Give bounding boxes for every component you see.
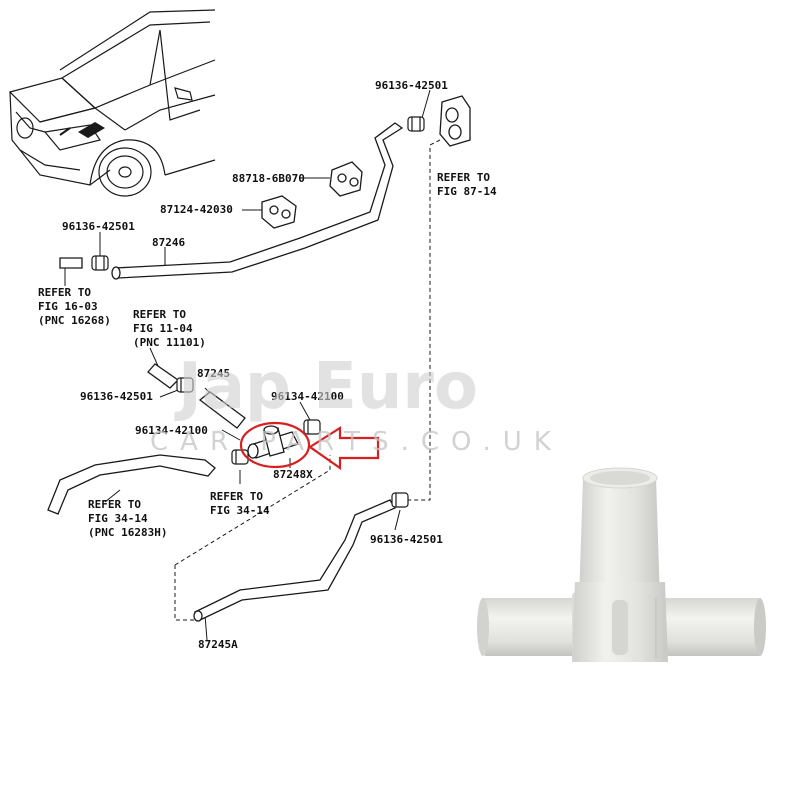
- highlight-circle: [239, 421, 311, 469]
- label-87245a: 87245A: [198, 638, 238, 651]
- label-88718-6b070: 88718-6B070: [232, 172, 305, 185]
- label-96136-42501-mid: 96136-42501: [80, 390, 153, 403]
- ref-fig87-line1: REFER TO: [437, 171, 490, 184]
- label-96134-42100-a: 96134-42100: [271, 390, 344, 403]
- ref-fig11-line1: REFER TO: [133, 308, 186, 321]
- clamp-left: [91, 255, 109, 271]
- ref-fig16-line3: (PNC 16268): [38, 314, 111, 327]
- vehicle-illustration: [8, 9, 216, 197]
- label-87246: 87246: [152, 236, 185, 249]
- reference-notes: REFER TO FIG 87-14 REFER TO FIG 16-03 (P…: [38, 171, 497, 539]
- ref-fig34b-line1: REFER TO: [210, 490, 263, 503]
- t-joint-87248x-diagram: [247, 425, 299, 459]
- ref-fig34a-line2: FIG 34-14: [88, 512, 148, 525]
- clamp-a: [303, 419, 321, 435]
- ref-fig34a-line1: REFER TO: [88, 498, 141, 511]
- highlight-arrow: [308, 426, 380, 471]
- grommet-87-14: [439, 95, 471, 147]
- hose-holders: [261, 95, 471, 229]
- label-87245: 87245: [197, 367, 230, 380]
- label-96136-42501-top: 96136-42501: [375, 79, 448, 92]
- ref-fig11-line3: (PNC 11101): [133, 336, 206, 349]
- clamp-mid: [176, 377, 194, 393]
- label-96136-42501-left: 96136-42501: [62, 220, 135, 233]
- hoses: [47, 122, 404, 622]
- holder-87124: [261, 195, 297, 229]
- label-87124-42030: 87124-42030: [160, 203, 233, 216]
- watermark-brand: Jap Euro: [174, 350, 478, 424]
- clamp-low: [391, 492, 409, 508]
- holder-88718: [329, 161, 363, 197]
- ref-fig87-line2: FIG 87-14: [437, 185, 497, 198]
- ref-fig16-line2: FIG 16-03: [38, 300, 98, 313]
- highlight-marker: [239, 421, 380, 471]
- hose-clamps: [91, 116, 425, 508]
- ref-fig34a-line3: (PNC 16283H): [88, 526, 167, 539]
- ref-fig11-line2: FIG 11-04: [133, 322, 193, 335]
- t-joint-product-photo: [477, 467, 766, 662]
- watermark-site: CAR PARTS.CO.UK: [150, 427, 563, 457]
- ref-fig16-line1: REFER TO: [38, 286, 91, 299]
- part-labels: 96136-42501 88718-6B070 87124-42030 9613…: [62, 79, 448, 651]
- label-87248x: 87248X: [273, 468, 313, 481]
- label-96136-42501-low: 96136-42501: [370, 533, 443, 546]
- clamp-top: [407, 116, 425, 132]
- watermark: Jap Euro CAR PARTS.CO.UK: [150, 350, 563, 457]
- ref-fig34b-line2: FIG 34-14: [210, 504, 270, 517]
- label-96134-42100-b: 96134-42100: [135, 424, 208, 437]
